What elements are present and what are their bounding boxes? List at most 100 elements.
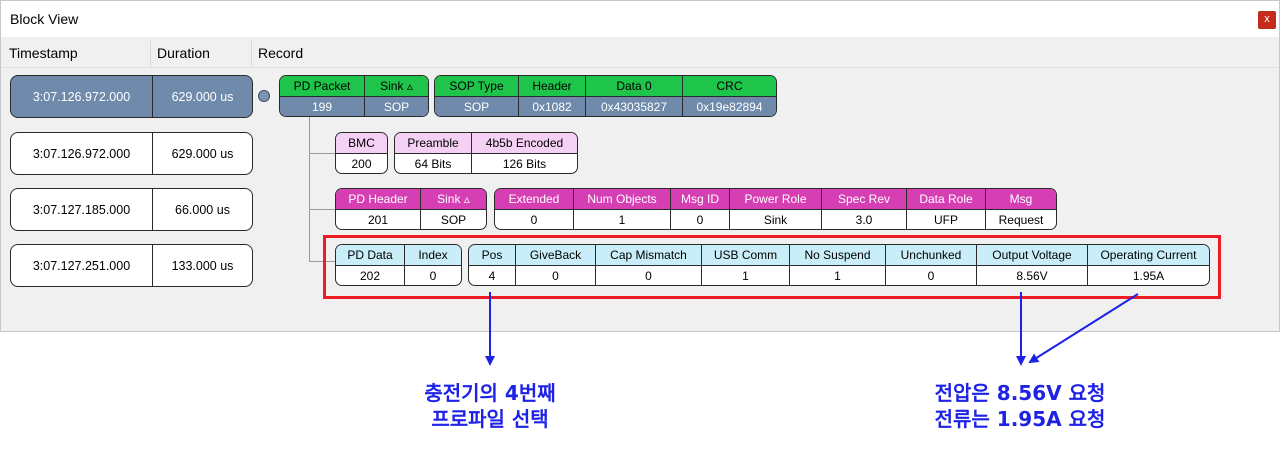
field-label: PD Packet — [280, 76, 364, 97]
column-separator — [251, 41, 252, 67]
field-label: Output Voltage — [977, 245, 1087, 266]
field-extended[interactable]: Extended 0 — [495, 189, 574, 229]
field-label: Header — [519, 76, 585, 97]
field-value: SOP — [365, 97, 428, 116]
field-spec-rev[interactable]: Spec Rev 3.0 — [822, 189, 907, 229]
pd-packet-block[interactable]: PD Packet 199 Sink ▵ SOP — [279, 75, 429, 117]
field-label: Num Objects — [574, 189, 670, 210]
field-label: PD Data — [336, 245, 404, 266]
field-operating-current[interactable]: Operating Current 1.95A — [1088, 245, 1209, 285]
field-output-voltage[interactable]: Output Voltage 8.56V — [977, 245, 1088, 285]
window-title: Block View — [10, 11, 79, 27]
field-value: 0 — [530, 212, 538, 227]
field-header[interactable]: Header 0x1082 — [519, 76, 586, 116]
column-header-duration[interactable]: Duration — [157, 45, 210, 61]
field-value: 1.95A — [1132, 268, 1165, 283]
field-value: 1 — [834, 268, 841, 283]
field-value: 126 Bits — [502, 156, 547, 171]
highlight-box — [323, 235, 1221, 299]
record-row-1[interactable]: 3:07.126.972.000 629.000 us — [10, 75, 253, 118]
field-index[interactable]: Index 0 — [405, 245, 461, 285]
encoding-block[interactable]: Preamble 64 Bits 4b5b Encoded 126 Bits — [394, 132, 578, 174]
field-data-role[interactable]: Data Role UFP — [907, 189, 986, 229]
field-label: USB Comm — [702, 245, 789, 266]
record-row-3[interactable]: 3:07.127.185.000 66.000 us — [10, 188, 253, 231]
field-cap-mismatch[interactable]: Cap Mismatch 0 — [596, 245, 702, 285]
row-duration: 133.000 us — [171, 258, 234, 273]
field-label: Cap Mismatch — [596, 245, 701, 266]
field-sink[interactable]: Sink ▵ SOP — [365, 76, 428, 116]
field-label: No Suspend — [790, 245, 885, 266]
field-pd-packet[interactable]: PD Packet 199 — [280, 76, 365, 116]
header-divider — [1, 67, 1279, 68]
annotation-left: 충전기의 4번째 프로파일 선택 — [390, 380, 590, 432]
field-value: 0 — [429, 268, 437, 283]
field-value: 3.0 — [855, 212, 873, 227]
field-value: 64 Bits — [414, 156, 452, 171]
field-value: 0 — [696, 212, 704, 227]
record-row-2[interactable]: 3:07.126.972.000 629.000 us — [10, 132, 253, 175]
field-no-suspend[interactable]: No Suspend 1 — [790, 245, 886, 285]
field-label: Msg ID — [671, 189, 729, 210]
field-value: 200 — [351, 156, 372, 171]
pd-header-block[interactable]: PD Header 201 Sink ▵ SOP — [335, 188, 487, 230]
row-timestamp: 3:07.127.185.000 — [11, 189, 153, 230]
field-msg[interactable]: Msg Request — [986, 189, 1056, 229]
field-pd-data[interactable]: PD Data 202 — [336, 245, 405, 285]
field-value: 8.56V — [1016, 268, 1048, 283]
field-label: Data Role — [907, 189, 985, 210]
field-label: Unchunked — [886, 245, 976, 266]
block-view-window: Block View x Timestamp Duration Record 3… — [0, 0, 1280, 332]
field-bmc[interactable]: BMC 200 — [336, 133, 387, 173]
field-label: Index — [405, 245, 461, 266]
field-value: Request — [998, 212, 1044, 227]
record-row-4[interactable]: 3:07.127.251.000 133.000 us — [10, 244, 253, 287]
expand-node-icon[interactable] — [258, 90, 270, 102]
annotation-left-line1: 충전기의 4번째 — [424, 381, 556, 405]
column-header-timestamp[interactable]: Timestamp — [9, 45, 78, 61]
close-button[interactable]: x — [1258, 11, 1276, 29]
field-value: 202 — [359, 268, 381, 283]
field-value: 4 — [488, 268, 496, 283]
field-sink[interactable]: Sink ▵ SOP — [421, 189, 486, 229]
field-data0[interactable]: Data 0 0x43035827 — [586, 76, 683, 116]
row-timestamp: 3:07.127.251.000 — [11, 245, 153, 286]
field-label: CRC — [683, 76, 776, 97]
field-power-role[interactable]: Power Role Sink — [730, 189, 822, 229]
field-label: 4b5b Encoded — [472, 133, 577, 154]
field-value: 0x1082 — [519, 97, 585, 116]
column-header-record[interactable]: Record — [258, 45, 304, 61]
row-duration: 629.000 us — [171, 89, 234, 104]
field-label: Pos — [469, 245, 515, 266]
field-value: UFP — [934, 212, 958, 227]
request-fields-block[interactable]: Pos 4 GiveBack 0 Cap Mismatch 0 USB Comm… — [468, 244, 1210, 286]
field-crc[interactable]: CRC 0x19e82894 — [683, 76, 776, 116]
field-msg-id[interactable]: Msg ID 0 — [671, 189, 730, 229]
pd-data-block[interactable]: PD Data 202 Index 0 — [335, 244, 462, 286]
field-label: Extended — [495, 189, 573, 210]
field-num-objects[interactable]: Num Objects 1 — [574, 189, 671, 229]
field-preamble[interactable]: Preamble 64 Bits — [395, 133, 472, 173]
field-pd-header[interactable]: PD Header 201 — [336, 189, 421, 229]
field-value: 1 — [742, 268, 749, 283]
field-usb-comm[interactable]: USB Comm 1 — [702, 245, 790, 285]
field-4b5b-encoded[interactable]: 4b5b Encoded 126 Bits — [472, 133, 577, 173]
field-label: BMC — [336, 133, 387, 154]
tree-line-vertical — [309, 117, 310, 261]
field-value: 0x19e82894 — [683, 97, 776, 116]
field-label: Msg — [986, 189, 1056, 210]
field-pos[interactable]: Pos 4 — [469, 245, 516, 285]
tree-line-branch — [309, 153, 335, 154]
header-fields-block[interactable]: Extended 0 Num Objects 1 Msg ID 0 Power … — [494, 188, 1057, 230]
field-giveback[interactable]: GiveBack 0 — [516, 245, 596, 285]
bmc-block[interactable]: BMC 200 — [335, 132, 388, 174]
field-sop-type[interactable]: SOP Type SOP — [435, 76, 519, 116]
field-unchunked[interactable]: Unchunked 0 — [886, 245, 977, 285]
sop-block[interactable]: SOP Type SOP Header 0x1082 Data 0 0x4303… — [434, 75, 777, 117]
field-label: PD Header — [336, 189, 420, 210]
field-label: Preamble — [395, 133, 471, 154]
field-value: 0 — [645, 268, 652, 283]
annotation-right-line2: 전류는 1.95A 요청 — [934, 407, 1106, 431]
row-timestamp: 3:07.126.972.000 — [11, 76, 153, 117]
field-value: SOP — [435, 97, 518, 116]
